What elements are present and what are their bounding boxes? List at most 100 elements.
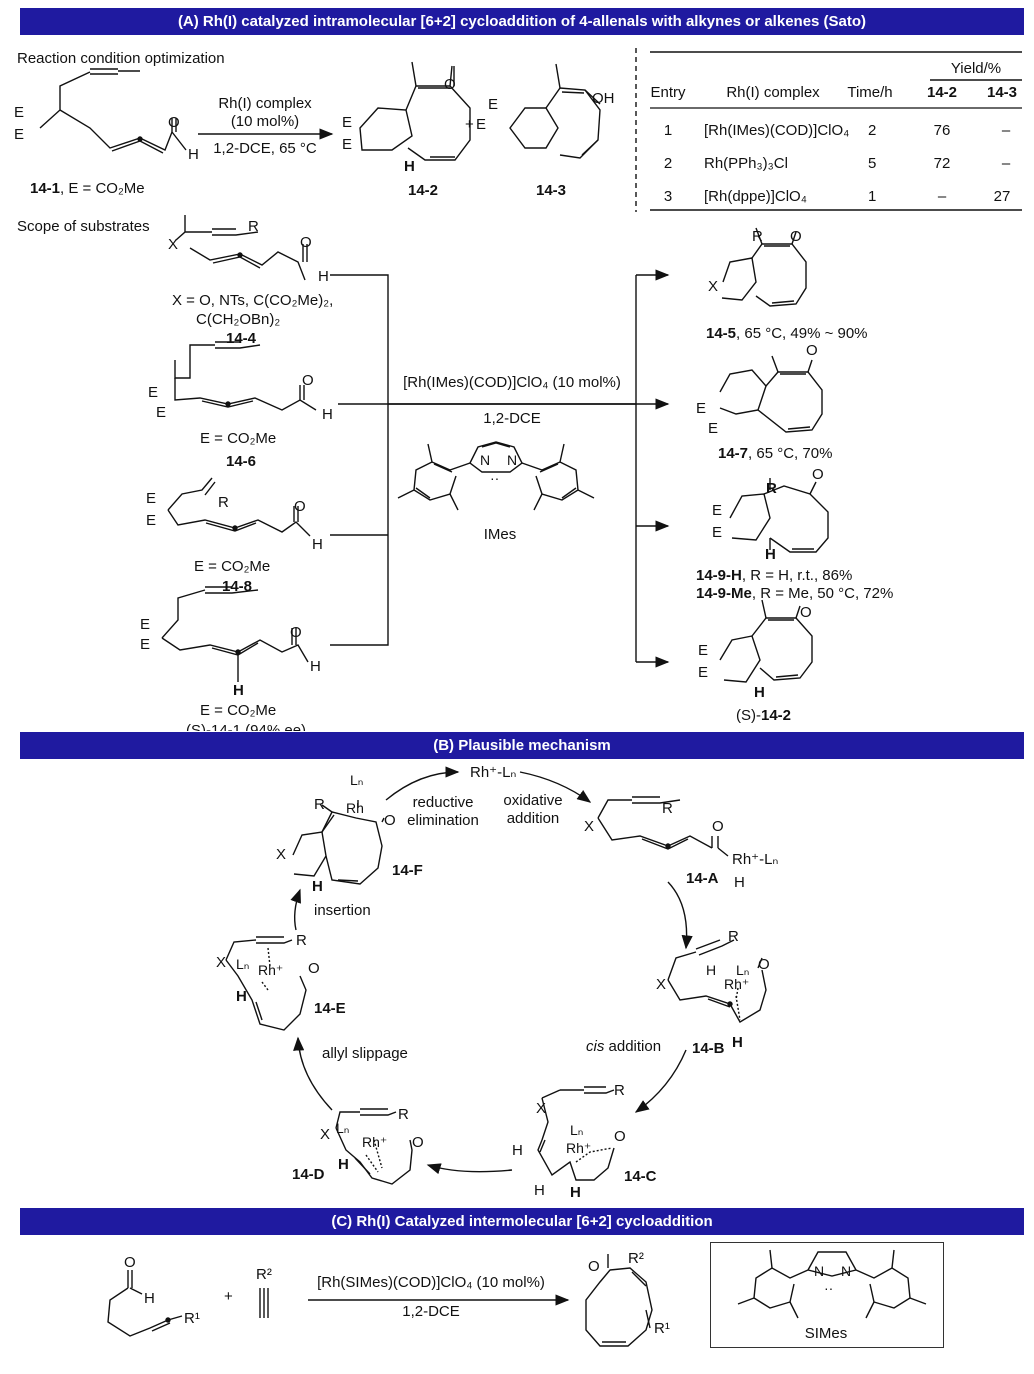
col-time-header: Time/h — [847, 84, 893, 101]
intermediate-14-d-structure — [335, 1108, 413, 1185]
atom-n: N — [814, 1263, 825, 1279]
atom-e: E — [342, 114, 353, 131]
time-cell: 5 — [868, 155, 877, 172]
atom-rh: Rh — [346, 800, 364, 816]
yield-14-2-cell: 76 — [933, 122, 951, 139]
yield-14-3-cell: 27 — [993, 188, 1011, 205]
arrow-e-to-f — [290, 888, 301, 931]
product-s-14-2-structure — [719, 599, 813, 683]
complex-cell: [Rh(dppe)]ClO₄ — [704, 188, 807, 205]
substrate-14-6-structure — [174, 341, 317, 411]
atom-x: X — [708, 278, 719, 295]
col-14-3-header: 14-3 — [986, 84, 1018, 101]
atom-e: E — [140, 616, 151, 633]
intermediate-14-e-structure — [225, 936, 307, 1031]
reagent-label: Rh(I) complex — [218, 95, 312, 112]
atom-h: H — [236, 988, 247, 1005]
imes-ligand-structure — [397, 441, 595, 511]
atom-o: O — [124, 1254, 136, 1271]
atom-ln: Lₙ — [350, 772, 364, 788]
atom-e: E — [140, 636, 151, 653]
simes-box — [710, 1242, 944, 1348]
atom-e: E — [696, 400, 707, 417]
atom-r: R — [398, 1106, 409, 1123]
yield-14-3-cell: – — [1001, 122, 1011, 139]
intermediate-14-b-label: 14-B — [692, 1040, 725, 1057]
atom-h: H — [734, 874, 745, 891]
product-14-7-caption: 14-7, 65 °C, 70% — [718, 445, 833, 462]
plus-sign: + — [224, 1288, 233, 1305]
scope-reagent: [Rh(IMes)(COD)]ClO₄ (10 mol%) — [403, 374, 621, 391]
entry-cell: 1 — [663, 122, 673, 139]
time-cell: 2 — [868, 122, 877, 139]
atom-h: H — [318, 268, 329, 285]
atom-ln: Lₙ — [236, 956, 250, 972]
atom-r1: R¹ — [654, 1320, 670, 1337]
arrow-oxidative-addition — [519, 771, 592, 803]
atom-r: R — [218, 494, 229, 511]
atom-o: O — [806, 342, 818, 359]
col-complex-header: Rh(I) complex — [726, 84, 820, 101]
atom-e: E — [698, 664, 709, 681]
atom-h: H — [144, 1290, 155, 1307]
atom-rh-ln: Rh⁺-Lₙ — [732, 851, 779, 868]
atom-e: E — [712, 524, 723, 541]
atom-o: O — [290, 624, 302, 641]
atom-e: E — [14, 104, 25, 121]
substrate-14-4-label: 14-4 — [226, 330, 257, 347]
intermediate-14-c-label: 14-C — [624, 1168, 657, 1185]
atom-rh-plus: Rh⁺ — [258, 962, 284, 978]
atom-e: E — [698, 642, 709, 659]
atom-o: O — [614, 1128, 626, 1145]
step-cis-addition: cis addition — [586, 1038, 662, 1055]
atom-o: O — [790, 228, 802, 245]
substrate-14-4-structure — [175, 215, 308, 281]
product-14-2-label: 14-2 — [408, 182, 439, 199]
atom-e: E — [488, 96, 499, 113]
atom-r: R — [766, 480, 777, 497]
atom-x: X — [168, 236, 179, 253]
atom-h: H — [322, 406, 333, 423]
substrate-14-8-label: 14-8 — [222, 578, 253, 595]
atom-h: H — [765, 546, 776, 563]
reactant-alkyne-structure — [259, 1288, 269, 1318]
atom-o: O — [300, 234, 312, 251]
intermediate-14-b-structure — [667, 939, 767, 1023]
intermediate-14-a-label: 14-A — [686, 870, 719, 887]
arrow-b-to-c — [634, 1049, 687, 1113]
carbene-dots: ·· — [490, 470, 500, 486]
atom-h: H — [512, 1142, 523, 1159]
substrate-s-14-1-note: E = CO₂Me — [200, 702, 277, 719]
substrate-14-1-caption: 14-1, E = CO₂Me — [30, 180, 145, 197]
atom-x: X — [656, 976, 667, 993]
reactant-allenal-structure — [107, 1270, 183, 1337]
time-cell: 1 — [868, 188, 877, 205]
atom-o: O — [384, 812, 396, 829]
product-14-3-structure — [509, 63, 601, 159]
atom-e: E — [156, 404, 167, 421]
atom-o: O — [294, 498, 306, 515]
atom-n: N — [507, 452, 518, 468]
atom-h: H — [534, 1182, 545, 1199]
atom-n: N — [841, 1263, 852, 1279]
step-oxidative: oxidative — [503, 792, 563, 809]
yield-14-2-cell: – — [937, 188, 947, 205]
atom-oh: OH — [592, 90, 615, 107]
atom-e: E — [708, 420, 719, 437]
product-14-9-me-caption: 14-9-Me, R = Me, 50 °C, 72% — [696, 585, 894, 602]
intermediate-14-d-label: 14-D — [292, 1166, 325, 1183]
atom-rh-plus: Rh⁺ — [566, 1140, 592, 1156]
step-reductive: reductive — [412, 794, 474, 811]
atom-h: H — [312, 536, 323, 553]
product-14-7-structure — [719, 355, 823, 433]
atom-h: H — [754, 684, 765, 701]
substrate-14-6-note: E = CO₂Me — [200, 430, 277, 447]
substrate-s-14-1-label: (S)-14-1 (94% ee) — [186, 722, 307, 731]
simes-label: SIMes — [804, 1325, 848, 1342]
product-s-14-2-caption: (S)-14-2 — [736, 707, 792, 724]
atom-e: E — [14, 126, 25, 143]
loading-label: (10 mol%) — [230, 113, 300, 130]
product-14-5-structure — [721, 227, 807, 307]
atom-o: O — [758, 956, 770, 973]
atom-r: R — [248, 218, 259, 235]
